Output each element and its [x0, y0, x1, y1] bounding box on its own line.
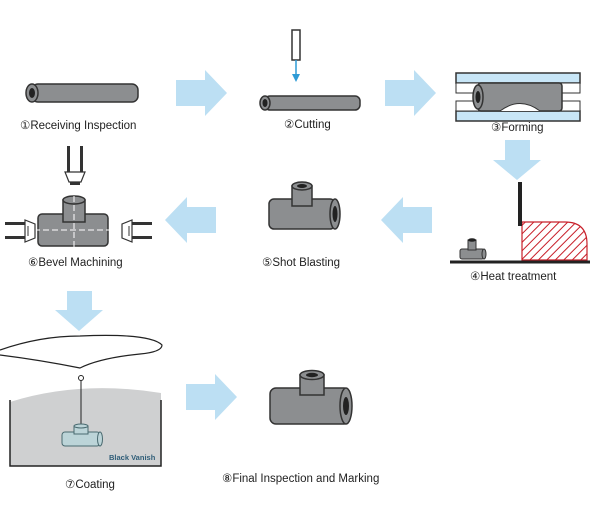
step-label-4: ④Heat treatment [470, 271, 557, 283]
right-cutter-icon [121, 219, 152, 243]
cutting-torch-icon [291, 29, 301, 82]
step-receiving-inspection [25, 83, 139, 103]
tee-fitting-icon [268, 181, 341, 230]
tee-fitting-icon [269, 369, 353, 425]
pipe-icon [25, 83, 139, 103]
arrow-right-1 [176, 70, 227, 116]
hanging-fitting-icon [61, 375, 103, 447]
step-forming [455, 72, 581, 122]
step-label-5: ⑤Shot Blasting [262, 257, 340, 269]
step-labels: ①Receiving Inspection ②Cutting ③Forming … [20, 119, 557, 491]
step-label-1: ①Receiving Inspection [20, 120, 136, 132]
arrow-left-5 [165, 197, 216, 243]
arrow-down-6 [55, 291, 103, 331]
tank-label: Black Vanish [109, 453, 156, 462]
arrow-right-7 [186, 374, 237, 420]
step-bevel-machining [5, 146, 152, 250]
tee-fitting-icon [34, 195, 112, 250]
pipe-icon [259, 95, 361, 111]
step-label-3: ③Forming [491, 122, 544, 134]
step-cutting [259, 29, 361, 111]
step-label-8: ⑧Final Inspection and Marking [222, 473, 379, 485]
arrow-down-3 [493, 140, 541, 180]
step-coating: Black Vanish [0, 334, 163, 467]
step-label-2: ②Cutting [284, 119, 331, 131]
left-cutter-icon [5, 219, 36, 243]
forming-die-icon [455, 72, 581, 122]
arrow-right-2 [385, 70, 436, 116]
arrow-left-4 [381, 197, 432, 243]
crane-hook-icon [0, 334, 163, 369]
step-heat-treatment [450, 182, 590, 264]
top-cutter-icon [64, 146, 86, 185]
step-final-inspection [269, 369, 353, 425]
step-label-6: ⑥Bevel Machining [28, 257, 123, 269]
flow-arrows [55, 70, 541, 420]
furnace-icon [450, 182, 590, 264]
tee-fitting-icon [459, 238, 487, 260]
step-label-7: ⑦Coating [65, 479, 115, 491]
step-shot-blasting [268, 181, 341, 230]
